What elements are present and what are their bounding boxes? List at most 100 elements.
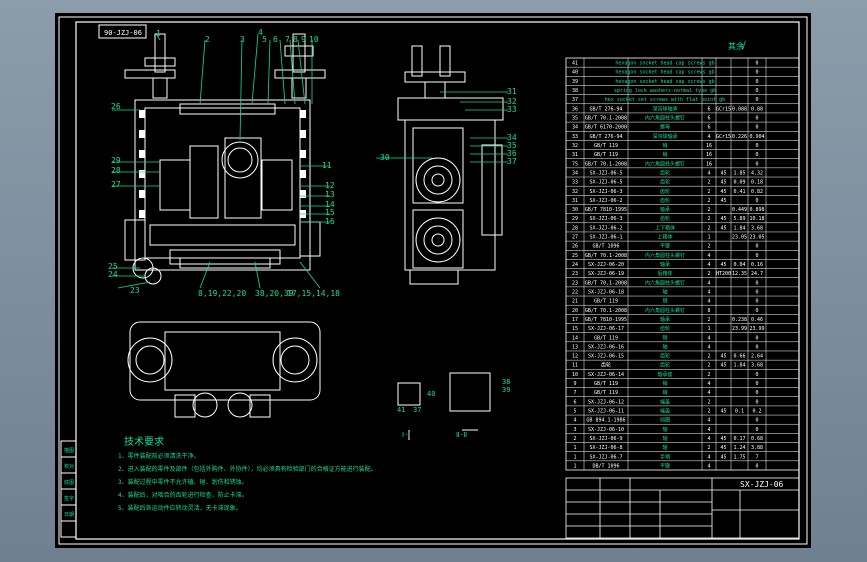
parts-list-cell: 后箱体 — [657, 270, 672, 277]
parts-list-cell: 0.46 — [751, 317, 763, 323]
drawing-sheet: 90-JZJ-06 描图校对 底图签字 日期 — [55, 13, 811, 548]
parts-list-cell: 4 — [707, 427, 710, 433]
parts-list-cell: 4 — [707, 299, 710, 305]
parts-list-cell: HT200 — [716, 271, 731, 277]
parts-list-cell: 6 — [707, 125, 710, 131]
parts-list-cell: 0.904 — [749, 134, 764, 140]
parts-list-cell: 0.68 — [751, 436, 763, 442]
parts-list-cell: 7 — [755, 454, 758, 460]
parts-list-cell: 23 — [572, 271, 578, 277]
parts-list-cell: 0.898 — [749, 207, 764, 213]
parts-list-cell: GB/T 6170-2000 — [585, 125, 627, 131]
parts-list-cell: 45 — [720, 170, 726, 176]
svg-text:13: 13 — [325, 190, 335, 199]
parts-list-cell: 3.68 — [751, 225, 763, 231]
parts-list-cell: 5.89 — [733, 216, 745, 222]
parts-list-cell: 0.088 — [732, 106, 747, 112]
svg-text:Ⅱ-Ⅱ: Ⅱ-Ⅱ — [456, 431, 467, 439]
technical-requirements: 技术要求 1、零件装配前必须清洗干净。2、进入装配的零件及部件（包括外购件、外协… — [118, 435, 377, 512]
parts-list-cell: 轴 — [662, 288, 667, 295]
parts-list-cell: 38 — [572, 88, 578, 94]
drawing-code: SX-JZJ-06 — [740, 480, 784, 489]
parts-list-cell: 上箱体 — [657, 234, 672, 241]
parts-list-cell: 5 — [573, 409, 576, 415]
parts-list-cell: 4 — [707, 418, 710, 424]
parts-list-cell: 0 — [755, 289, 758, 295]
parts-list-cell: 2 — [707, 372, 710, 378]
parts-list-cell: 2 — [707, 409, 710, 415]
parts-list-cell: 22 — [572, 289, 578, 295]
parts-list-cell: 0 — [755, 116, 758, 122]
parts-list-cell: 内六角圆柱头螺钉 — [645, 115, 685, 122]
parts-list-cell: 4 — [707, 454, 710, 460]
parts-list-cell: 13 — [572, 344, 578, 350]
parts-list-cell: 0 — [755, 280, 758, 286]
parts-list-cell: 0 — [755, 198, 758, 204]
svg-text:10: 10 — [309, 35, 319, 44]
parts-list-cell: 轴承座 — [657, 371, 672, 378]
parts-list-cell: SX-JZJ-06-8 — [589, 445, 622, 451]
parts-list-cell: 0 — [755, 418, 758, 424]
parts-list-cell: 4 — [707, 253, 710, 259]
parts-list-cell: hex socket set screws with flat point gb — [605, 97, 725, 103]
parts-list-cell: 螺母 — [660, 124, 670, 131]
parts-list-cell: 4 — [707, 170, 710, 176]
parts-list-cell: 4 — [707, 262, 710, 268]
parts-list-cell: 4 — [707, 436, 710, 442]
parts-list-cell: 0.41 — [733, 189, 745, 195]
parts-list-cell: 轴 — [662, 435, 667, 442]
parts-list-cell: 2 — [707, 189, 710, 195]
parts-list-cell: 6 — [707, 116, 710, 122]
parts-list-cell: 9 — [573, 381, 576, 387]
parts-list-cell: 0 — [755, 88, 758, 94]
parts-list-cell: SX-JZJ-06-3 — [589, 216, 622, 222]
parts-list-cell: 内六角圆柱头螺钉 — [645, 307, 685, 314]
parts-list-cell: 2 — [707, 198, 710, 204]
parts-list-cell: 4 — [707, 390, 710, 396]
parts-list-cell: SX-JZJ-06-17 — [588, 326, 624, 332]
parts-list-cell: 17 — [572, 317, 578, 323]
svg-text:40: 40 — [427, 390, 435, 398]
parts-list-cell: SX-JZJ-06-3 — [589, 189, 622, 195]
parts-list-cell: 7 — [573, 390, 576, 396]
parts-list-cell: 3.68 — [751, 363, 763, 369]
parts-list-cell: GB/T 7810-1995 — [585, 207, 627, 213]
parts-list-cell: 平键 — [660, 243, 670, 250]
parts-list-cell: GB/T 1096 — [592, 244, 619, 250]
svg-text:√: √ — [740, 40, 746, 52]
parts-list-cell: 23.99 — [749, 326, 764, 332]
parts-list-cell: 45 — [720, 198, 726, 204]
svg-text:39: 39 — [502, 386, 510, 394]
parts-list-cell: 45 — [720, 454, 726, 460]
parts-list-cell: 1 — [573, 454, 576, 460]
svg-text:底图: 底图 — [64, 479, 74, 486]
parts-list-cell: 0 — [755, 70, 758, 76]
parts-list-cell: 29 — [572, 216, 578, 222]
parts-list-cell: 12 — [572, 354, 578, 360]
parts-list-cell: 0 — [755, 427, 758, 433]
tech-req-item: 3、装配过程中零件不允许磕、碰、划伤和锈蚀。 — [118, 478, 248, 486]
tech-req-item: 2、进入装配的零件及部件（包括外购件、外协件），均必须具有检验部门的合格证方能进… — [118, 465, 377, 473]
parts-list-cell: 23.99 — [732, 326, 747, 332]
parts-list-cell: GB/T 119 — [594, 299, 618, 305]
parts-list-cell: 33 — [572, 180, 578, 186]
